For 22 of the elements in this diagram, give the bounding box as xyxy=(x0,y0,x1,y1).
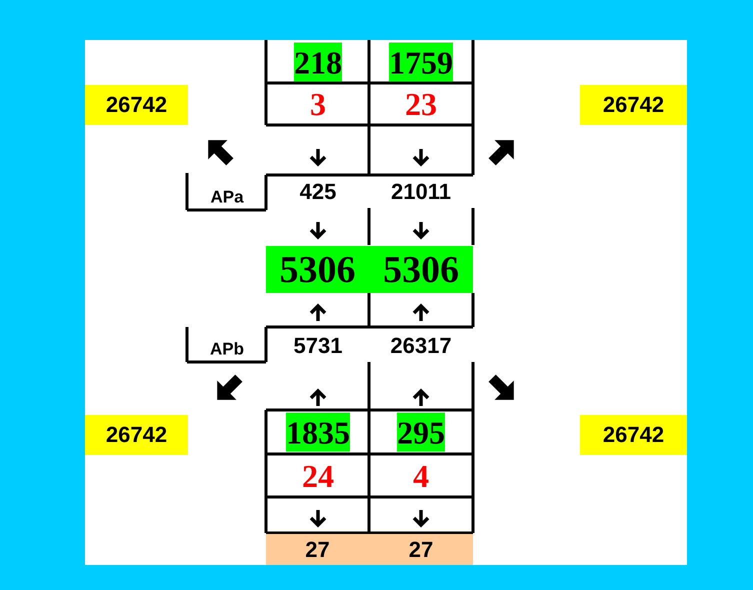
number-box: 26742 xyxy=(85,85,188,125)
number-box: 26742 xyxy=(580,415,687,455)
number: 26317 xyxy=(390,335,452,357)
result-number: 27 xyxy=(369,534,473,565)
number: 425 xyxy=(300,181,336,203)
highlighted-number: 5306 xyxy=(369,246,473,293)
result-number: 27 xyxy=(266,534,369,565)
highlighted-number: 5306 xyxy=(266,246,369,293)
row-label: APb xyxy=(210,340,244,358)
number: 24 xyxy=(302,460,334,492)
number-box: 26742 xyxy=(580,85,687,125)
number: 4 xyxy=(413,460,429,492)
number: 23 xyxy=(405,88,437,120)
row-label: APa xyxy=(210,188,244,206)
number: 5731 xyxy=(294,335,342,357)
number: 3 xyxy=(310,88,326,120)
highlighted-number: 295 xyxy=(397,412,445,452)
number: 21011 xyxy=(391,181,451,203)
highlighted-number: 1759 xyxy=(389,42,453,82)
highlighted-number: 1835 xyxy=(286,412,350,452)
number-box: 26742 xyxy=(85,415,188,455)
highlighted-number: 218 xyxy=(294,42,342,82)
